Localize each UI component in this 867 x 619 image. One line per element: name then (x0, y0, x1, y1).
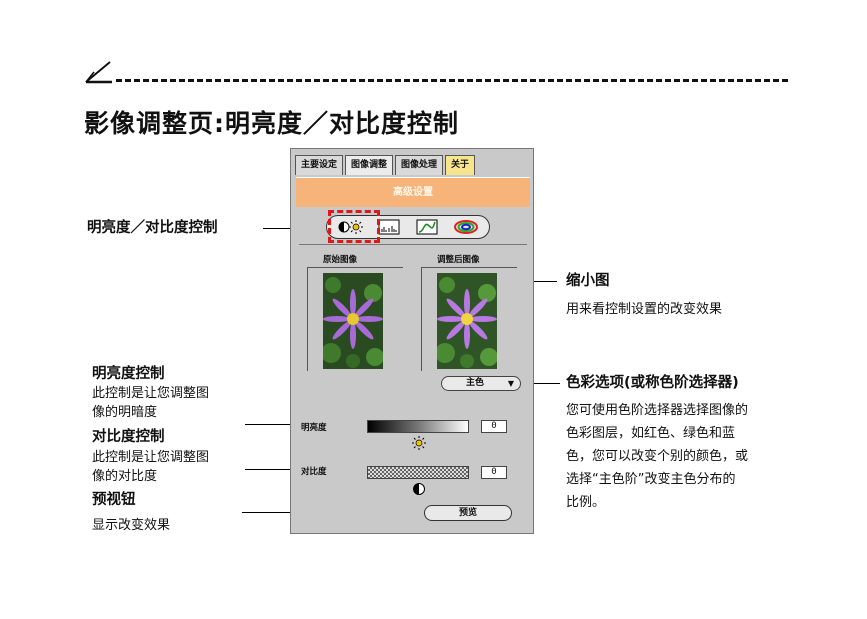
color-option-desc-line: 选择“主色阶”改变主色分布的 (566, 472, 736, 487)
brightness-contrast-callout: 明亮度／对比度控制 (87, 220, 218, 236)
color-button[interactable] (451, 217, 481, 237)
contrast-icon[interactable] (412, 482, 426, 496)
thumbnail-callout-desc: 用来看控制设置的改变效果 (566, 302, 723, 317)
curve-icon (416, 219, 438, 235)
curves-button[interactable] (412, 217, 442, 237)
page-title: 影像调整页:明亮度／对比度控制 (84, 109, 459, 138)
color-option-desc-line: 色，您可以改变个别的颜色，或 (566, 449, 749, 464)
color-option-callout-desc: 您可使用色阶选择器选择图像的 色彩图层，如红色、绿色和蓝 色，您可以改变个别的颜… (566, 399, 748, 514)
tab-image-adjust[interactable]: 图像调整 (345, 155, 394, 175)
pen-icon (85, 61, 112, 84)
header-divider (116, 79, 788, 82)
original-thumbnail (323, 273, 383, 369)
selection-highlight (328, 210, 380, 243)
tab-image-process[interactable]: 图像处理 (395, 155, 444, 175)
contrast-control-title: 对比度控制 (92, 429, 165, 445)
histogram-icon (378, 219, 400, 235)
channel-select[interactable]: 主色 ▼ (441, 376, 521, 391)
thumbnail-callout-title: 缩小图 (566, 273, 610, 289)
leader-line (245, 424, 303, 425)
leader-line (525, 281, 557, 282)
color-rings-icon (453, 220, 478, 234)
adjusted-image-label: 调整后图像 (437, 255, 480, 265)
brightness-contrast-button[interactable] (335, 217, 365, 237)
original-frame (307, 267, 403, 371)
contrast-value[interactable]: 0 (481, 466, 507, 479)
color-option-desc-line: 您可使用色阶选择器选择图像的 (566, 403, 749, 418)
adjusted-thumbnail (437, 273, 497, 369)
contrast-slider-track[interactable] (367, 466, 469, 479)
brightness-slider-track[interactable] (367, 420, 469, 433)
brightness-label: 明亮度 (301, 423, 327, 433)
preview-button-title: 预视钮 (92, 492, 136, 508)
advanced-settings-band: 高级设置 (296, 177, 530, 207)
brightness-value[interactable]: 0 (481, 420, 507, 433)
color-option-callout-title: 色彩选项(或称色阶选择器) (566, 375, 739, 391)
chevron-down-icon: ▼ (507, 379, 514, 388)
adjusted-frame (421, 267, 517, 371)
color-option-desc-line: 比例。 (566, 495, 606, 510)
leader-line (520, 383, 560, 384)
mode-toolbar (326, 215, 490, 239)
original-image-label: 原始图像 (323, 255, 358, 265)
brightness-control-desc-2: 像的明暗度 (92, 405, 158, 420)
color-option-desc-line: 色彩图层，如红色、绿色和蓝 (566, 426, 736, 441)
leader-line (245, 469, 303, 470)
tab-about[interactable]: 关于 (445, 155, 476, 175)
brightness-control-desc-1: 此控制是让您调整图 (92, 386, 210, 401)
brightness-control-title: 明亮度控制 (92, 366, 165, 382)
preview-button-desc: 显示改变效果 (92, 518, 171, 533)
image-adjust-panel: 主要设定 图像调整 图像处理 关于 高级设置 (290, 148, 534, 534)
sun-contrast-icon (338, 220, 364, 234)
sun-icon[interactable] (412, 436, 426, 450)
contrast-control-desc-1: 此控制是让您调整图 (92, 450, 210, 465)
tab-main-settings[interactable]: 主要设定 (295, 155, 344, 175)
contrast-label: 对比度 (301, 467, 327, 477)
divider (299, 244, 527, 245)
channel-select-value: 主色 (466, 378, 485, 388)
contrast-control-desc-2: 像的对比度 (92, 469, 158, 484)
tab-bar: 主要设定 图像调整 图像处理 关于 (295, 155, 476, 175)
preview-button[interactable]: 预览 (424, 505, 512, 521)
